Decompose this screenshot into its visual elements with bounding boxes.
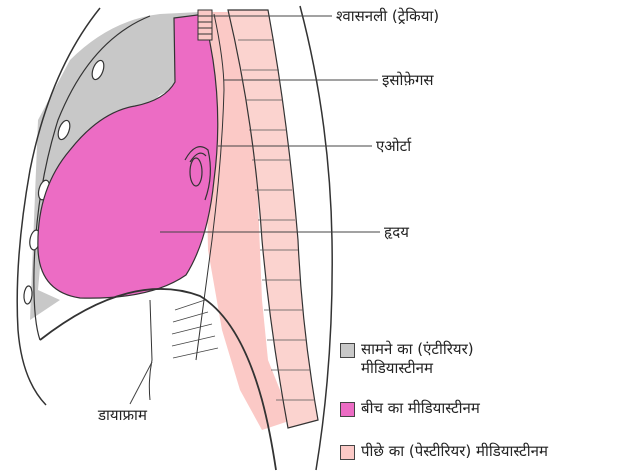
- diaphragm-inner: [148, 299, 153, 401]
- aorta-label: एओर्टा: [376, 137, 412, 155]
- legend-label-anterior: सामने का (एंटीरियर): [361, 340, 474, 358]
- diaphragm-structure: [39, 288, 277, 471]
- posterior-mediastinum-region: [206, 12, 292, 430]
- trachea-structure: [197, 9, 213, 41]
- anterior-mediastinum-region: [30, 12, 210, 320]
- vertebral-column: [227, 9, 319, 429]
- legend-item-middle: बीच का मीडियास्टीनम: [340, 399, 480, 418]
- diaphragm-label: डायाफ्राम: [98, 406, 147, 424]
- trachea-label: श्वासनली (ट्रेकिया): [336, 7, 440, 25]
- heart-label: हृदय: [384, 223, 409, 241]
- legend-swatch-middle: [340, 402, 355, 417]
- esophagus-label: इसोफ़ेगस: [382, 71, 434, 89]
- legend-label-middle: बीच का मीडियास्टीनम: [361, 399, 480, 417]
- back-outline: [299, 5, 333, 471]
- heart: [37, 13, 219, 299]
- legend-swatch-anterior: [340, 343, 355, 358]
- esophagus-lower: [171, 299, 219, 359]
- legend-item-posterior: पीछे का (पेस्टीरियर) मीडियास्टीनम: [340, 442, 548, 461]
- leader-lines: [129, 15, 380, 405]
- inner-chest-wall: [33, 15, 151, 341]
- legend-label-posterior: पीछे का (पेस्टीरियर) मीडियास्टीनम: [361, 442, 548, 460]
- esophagus-structure: [195, 13, 225, 361]
- vertebra-lines: [238, 39, 315, 401]
- legend-swatch-posterior: [340, 445, 355, 460]
- aortic-arch: [184, 146, 211, 201]
- legend-item-anterior: सामने का (एंटीरियर) मीडियास्टीनम: [340, 340, 474, 378]
- legend-label-anterior-2: मीडियास्टीनम: [361, 359, 433, 377]
- chest-wall: [16, 7, 101, 406]
